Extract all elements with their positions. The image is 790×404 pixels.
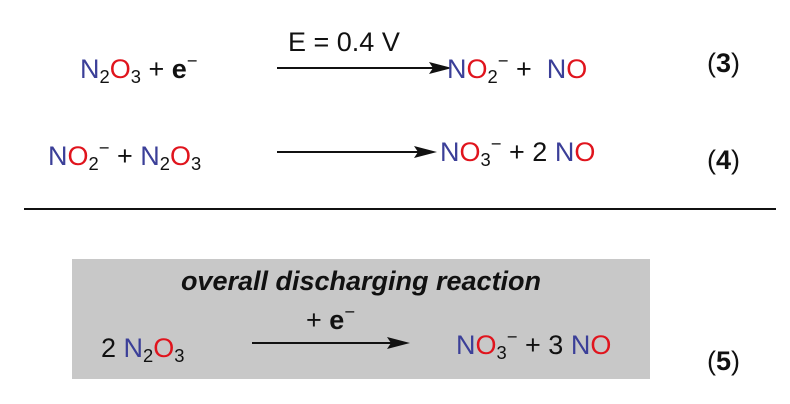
paren-open: ( [707,145,716,175]
eq3-number: (3) [707,48,740,79]
eq5-condition: + e− [306,302,355,335]
eq5-number: (5) [707,346,740,377]
equation-number: 4 [716,145,732,175]
eq4-reaction-arrow [277,146,437,158]
oxygen-symbol: O [475,330,497,360]
paren-open: ( [707,346,716,376]
paren-close: ) [731,145,741,175]
eq3-reactants: N2O3 + e− [80,51,198,88]
coefficient: 3 [548,330,564,360]
oxygen-symbol: O [153,333,175,363]
panel-title: overall discharging reaction [180,266,542,296]
oxygen-symbol: O [109,54,131,84]
subscript: 3 [480,149,491,171]
oxygen-symbol: O [574,137,596,167]
subscript: 2 [487,66,498,88]
charge: − [506,325,518,347]
eq5-reaction-arrow [252,337,410,349]
subscript: 3 [496,342,507,364]
plus-sign: + [524,330,541,360]
oxygen-symbol: O [67,141,89,171]
nitrogen-symbol: N [48,141,68,171]
eq3-reaction-arrow [277,62,452,74]
eq3-products: NO2− + NO [447,51,588,88]
electron-symbol: e [171,54,187,84]
plus-sign: + [508,137,525,167]
paren-close: ) [731,346,741,376]
plus-sign: + [116,141,133,171]
plus-sign: + [148,54,165,84]
subscript: 2 [88,153,99,175]
plus-sign: + [515,54,532,84]
nitrogen-symbol: N [546,54,567,84]
coefficient: 2 [532,137,548,167]
section-divider [24,208,776,210]
oxygen-symbol: O [459,137,481,167]
charge: − [344,300,356,322]
subscript: 3 [130,66,141,88]
electron-symbol: e [329,305,345,335]
subscript: 2 [99,66,110,88]
equation-number: 5 [716,346,732,376]
subscript: 3 [191,153,202,175]
nitrogen-symbol: N [440,137,460,167]
plus-sign: + [306,305,322,335]
charge: − [497,49,509,71]
oxygen-symbol: O [590,330,612,360]
oxygen-symbol: O [170,141,192,171]
nitrogen-symbol: N [570,330,591,360]
oxygen-symbol: O [566,54,588,84]
charge: − [98,136,110,158]
subscript: 2 [159,153,170,175]
eq5-reactants: 2 N2O3 [101,333,185,367]
overall-reaction-panel: overall discharging reaction [72,259,650,379]
nitrogen-symbol: N [554,137,575,167]
oxygen-symbol: O [466,54,488,84]
eq4-number: (4) [707,145,740,176]
subscript: 3 [174,345,185,367]
charge: − [490,132,502,154]
subscript: 2 [143,345,154,367]
paren-open: ( [707,48,716,78]
nitrogen-symbol: N [456,330,476,360]
eq5-products: NO3− + 3 NO [456,327,612,364]
eq4-products: NO3− + 2 NO [440,134,596,171]
coefficient: 2 [101,333,117,363]
nitrogen-symbol: N [123,333,144,363]
equation-number: 3 [716,48,732,78]
nitrogen-symbol: N [80,54,100,84]
eq4-reactants: NO2− + N2O3 [48,138,202,175]
charge: − [186,49,198,71]
eq3-condition: E = 0.4 V [288,27,400,57]
nitrogen-symbol: N [140,141,160,171]
paren-close: ) [731,48,741,78]
nitrogen-symbol: N [447,54,467,84]
